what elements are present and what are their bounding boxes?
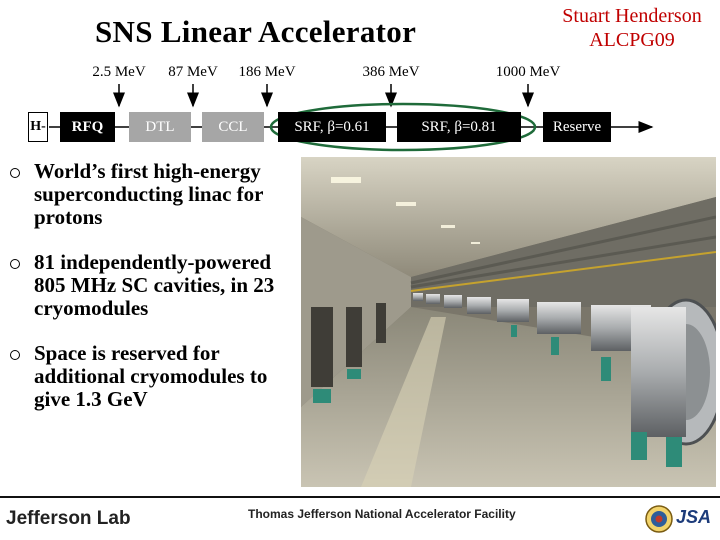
energy-label-dtl: 87 MeV [168, 64, 218, 80]
bullet-item: Space is reserved for additional cryomod… [8, 342, 298, 411]
author-block: Stuart Henderson ALCPG09 [552, 4, 712, 52]
energy-label-srf-high: 1000 MeV [495, 64, 561, 80]
linac-tunnel-photo [301, 157, 716, 487]
jefferson-lab-logo: Jefferson Lab [6, 508, 131, 529]
author-name: Stuart Henderson [562, 5, 702, 27]
ccl-box: CCL [202, 112, 264, 142]
reserve-box: Reserve [543, 112, 611, 142]
energy-label-srf-low: 386 MeV [362, 64, 420, 80]
bullet-list: World’s first high-energy superconductin… [8, 160, 298, 433]
bullet-item: 81 independently-powered 805 MHz SC cavi… [8, 251, 298, 320]
srf-highlight-ellipse [269, 102, 537, 152]
bullet-dot-icon [10, 350, 20, 360]
jsa-logo: JSA [676, 507, 712, 527]
bullet-dot-icon [10, 168, 20, 178]
rfq-box: RFQ [60, 112, 115, 142]
dtl-box: DTL [129, 112, 191, 142]
energy-label-rfq: 2.5 MeV [92, 64, 146, 80]
bullet-dot-icon [10, 259, 20, 269]
slide-title: SNS Linear Accelerator [95, 14, 417, 49]
bullet-item: World’s first high-energy superconductin… [8, 160, 298, 229]
doe-seal-icon [645, 505, 673, 533]
ion-source-box: H- [28, 112, 48, 142]
srf-high-beta-box: SRF, β=0.81 [397, 112, 521, 142]
energy-label-ccl: 186 MeV [238, 64, 296, 80]
srf-low-beta-box: SRF, β=0.61 [278, 112, 386, 142]
conference-label: ALCPG09 [589, 29, 675, 51]
footer-divider [0, 496, 720, 498]
footer-facility-name: Thomas Jefferson National Accelerator Fa… [248, 507, 516, 521]
